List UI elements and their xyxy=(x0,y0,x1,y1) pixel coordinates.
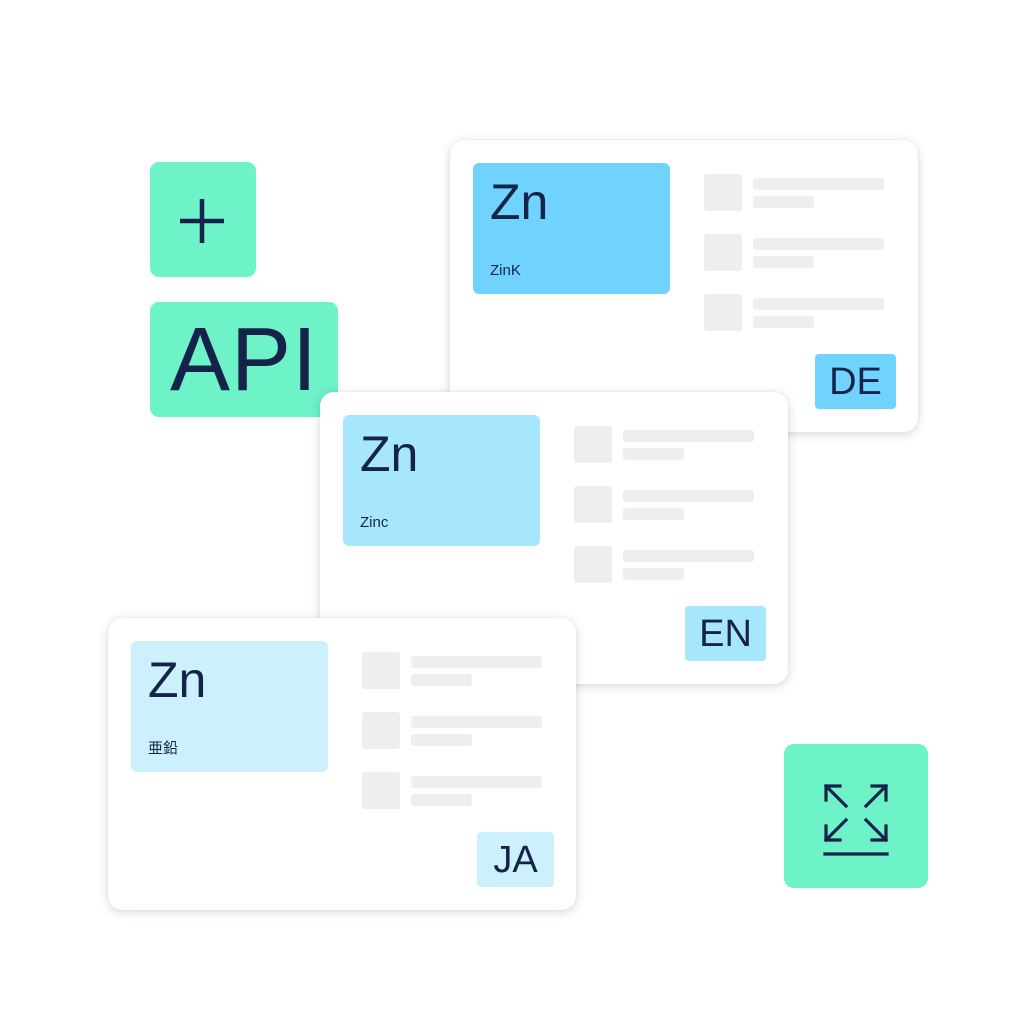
placeholder-row xyxy=(362,772,542,810)
element-card-de[interactable]: Zn ZinK DE xyxy=(450,140,918,432)
placeholder-line xyxy=(411,734,472,746)
element-symbol: Zn xyxy=(148,652,207,708)
element-name: 亜鉛 xyxy=(148,740,179,757)
language-badge-en[interactable]: EN xyxy=(685,606,766,661)
placeholder-list xyxy=(574,426,754,606)
element-name: ZinK xyxy=(490,262,521,279)
expand-arrows-icon xyxy=(823,783,889,856)
placeholder-square xyxy=(704,294,742,331)
element-box: Zn ZinK xyxy=(473,163,670,294)
placeholder-row xyxy=(704,174,884,212)
element-symbol: Zn xyxy=(360,426,419,482)
placeholder-line xyxy=(623,448,684,460)
placeholder-line xyxy=(753,196,814,208)
placeholder-line xyxy=(753,238,884,250)
placeholder-line xyxy=(623,490,754,502)
placeholder-list xyxy=(704,174,884,354)
placeholder-row xyxy=(574,486,754,524)
placeholder-line xyxy=(753,256,814,268)
placeholder-line xyxy=(411,716,542,728)
placeholder-row xyxy=(362,712,542,750)
element-box: Zn Zinc xyxy=(343,415,540,546)
element-name: Zinc xyxy=(360,514,389,531)
plus-icon xyxy=(180,199,224,243)
element-symbol: Zn xyxy=(490,174,549,230)
placeholder-line xyxy=(753,178,884,190)
add-tile[interactable] xyxy=(150,162,256,277)
placeholder-square xyxy=(362,652,400,689)
placeholder-line xyxy=(753,316,814,328)
placeholder-list xyxy=(362,652,542,832)
element-box: Zn 亜鉛 xyxy=(131,641,328,772)
placeholder-line xyxy=(411,674,472,686)
element-card-ja[interactable]: Zn 亜鉛 JA xyxy=(108,618,576,910)
placeholder-row xyxy=(362,652,542,690)
language-badge-de[interactable]: DE xyxy=(815,354,896,409)
language-badge-ja[interactable]: JA xyxy=(477,832,554,887)
placeholder-square xyxy=(574,546,612,583)
placeholder-line xyxy=(623,508,684,520)
api-label: API xyxy=(169,309,319,410)
placeholder-square xyxy=(704,174,742,211)
placeholder-square xyxy=(362,772,400,809)
placeholder-line xyxy=(411,794,472,806)
placeholder-row xyxy=(574,546,754,584)
placeholder-row xyxy=(704,234,884,272)
placeholder-square xyxy=(704,234,742,271)
placeholder-line xyxy=(623,430,754,442)
placeholder-line xyxy=(411,656,542,668)
api-tile[interactable]: API xyxy=(150,302,338,417)
placeholder-row xyxy=(704,294,884,332)
placeholder-square xyxy=(362,712,400,749)
placeholder-line xyxy=(411,776,542,788)
placeholder-line xyxy=(623,550,754,562)
placeholder-line xyxy=(753,298,884,310)
placeholder-square xyxy=(574,486,612,523)
placeholder-line xyxy=(623,568,684,580)
expand-tile[interactable] xyxy=(784,744,928,888)
placeholder-square xyxy=(574,426,612,463)
placeholder-row xyxy=(574,426,754,464)
